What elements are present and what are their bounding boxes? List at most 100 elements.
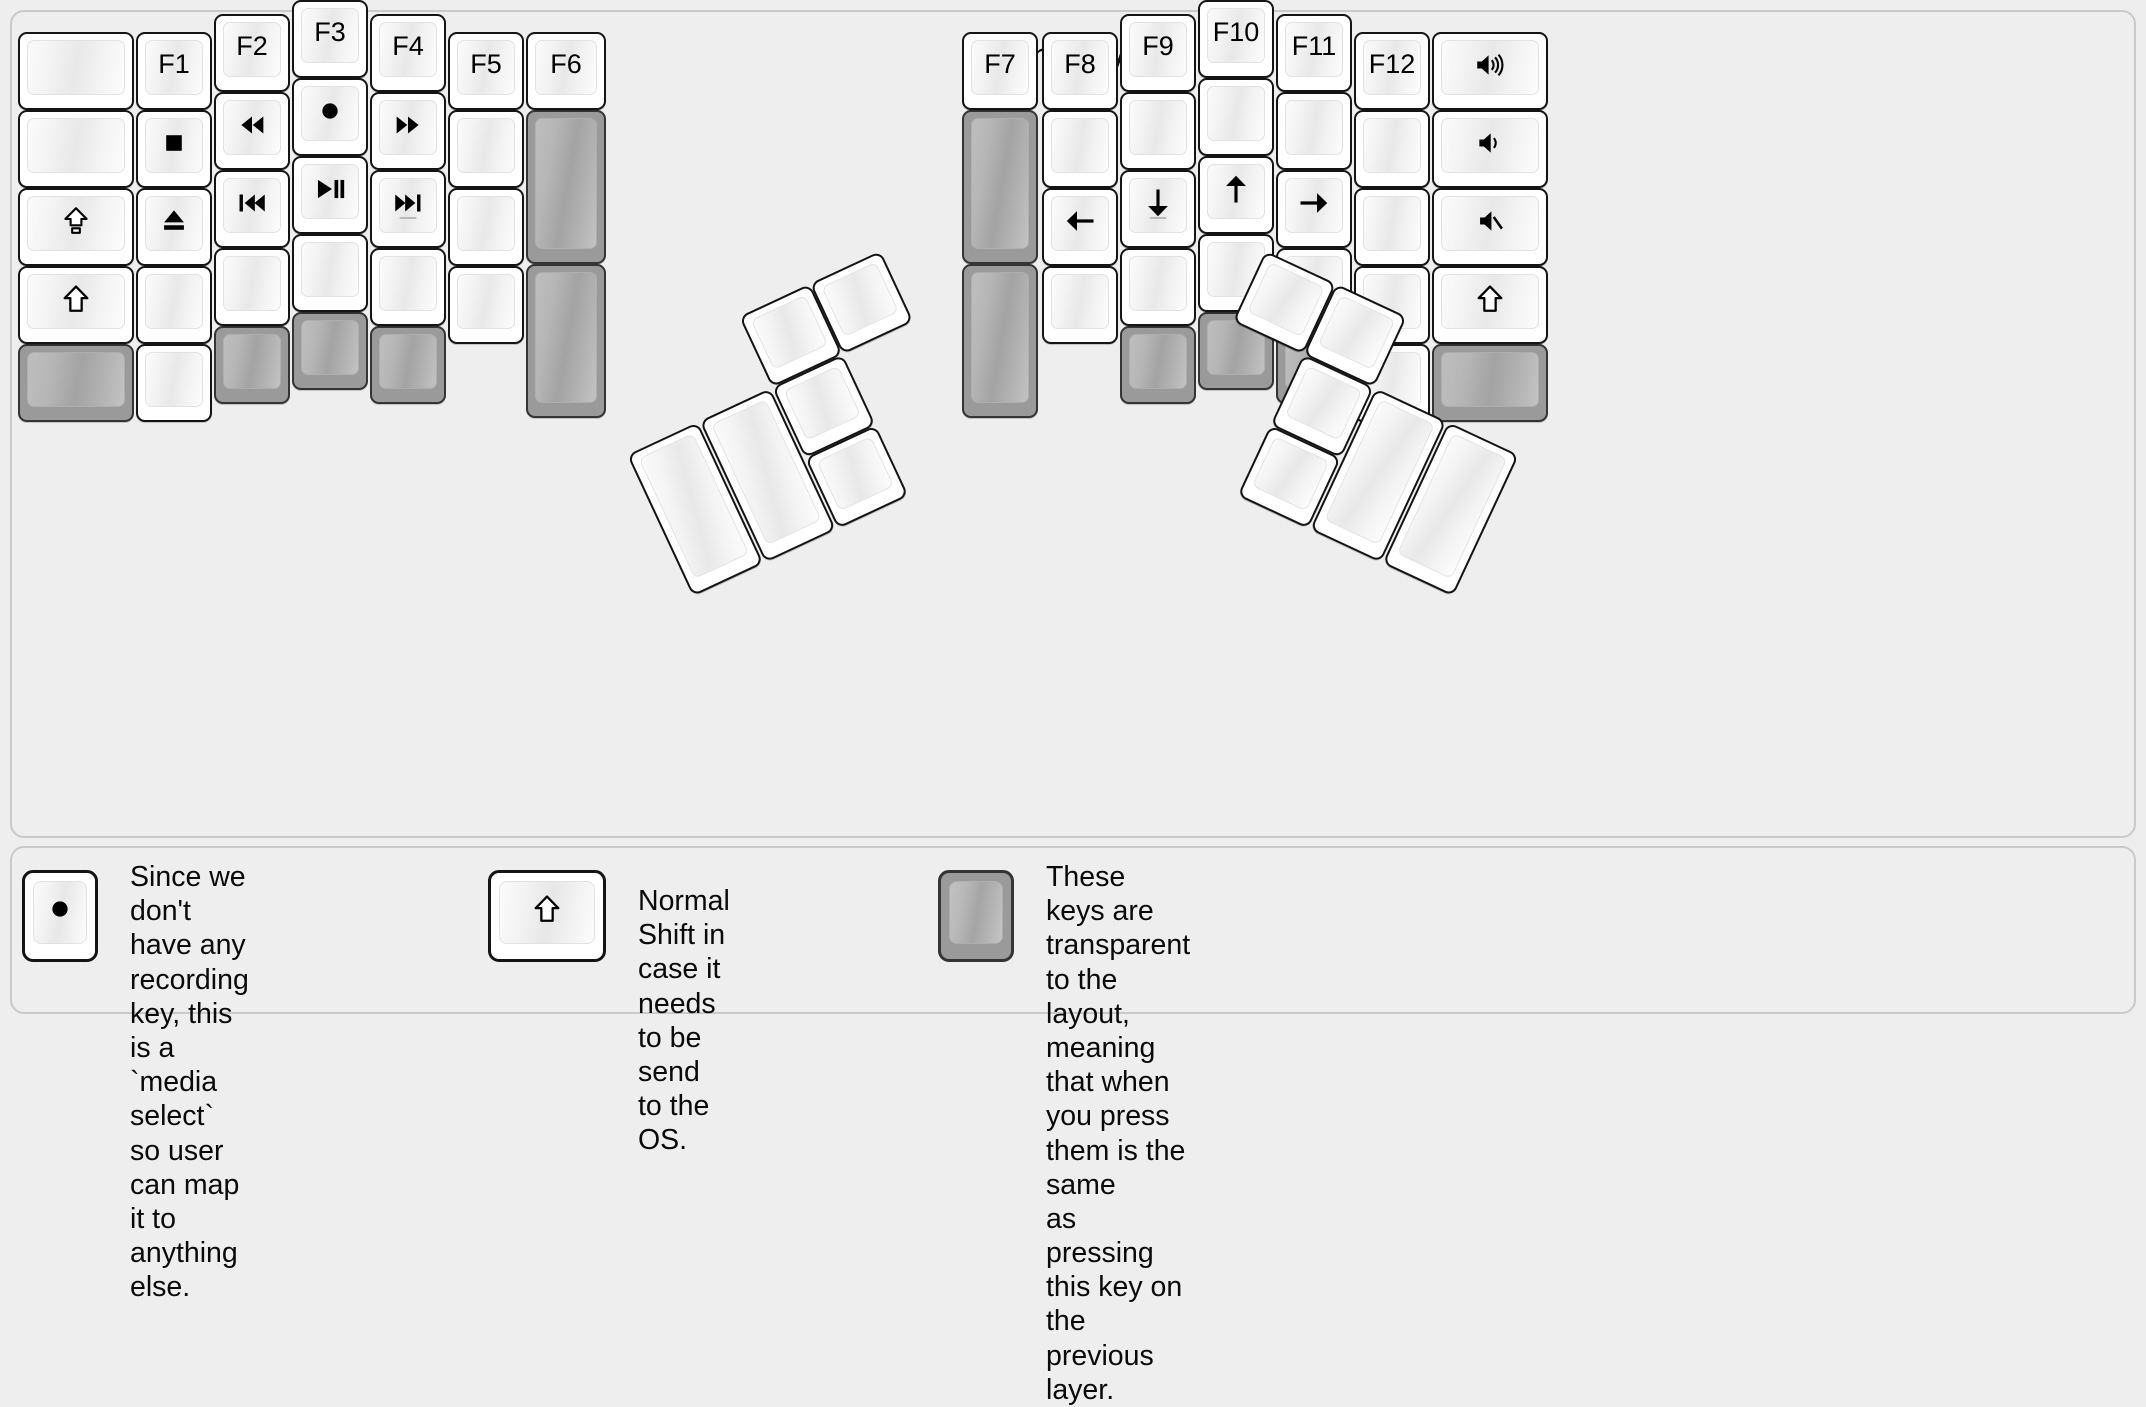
left-col-index-key-1[interactable]: F4: [370, 14, 446, 92]
keycap-surface: [1247, 261, 1325, 338]
right-col-inner-1-key-3[interactable]: [1042, 188, 1118, 266]
left-col-middle-key-5[interactable]: [292, 312, 368, 390]
keycap-surface: [1285, 22, 1343, 77]
keycap-surface: [1051, 196, 1109, 251]
left-col-pinky-outer-key-2[interactable]: [18, 110, 134, 188]
right-col-ring-key-2[interactable]: [1276, 92, 1352, 170]
right-col-inner-1-key-4[interactable]: [1042, 266, 1118, 344]
legend-panel: [10, 846, 2136, 1014]
keycap-surface: [1051, 40, 1109, 95]
right-col-inner-2-key-3[interactable]: [962, 264, 1038, 418]
keycap-surface: [379, 178, 437, 233]
left-col-pinky-outer-key-1[interactable]: [18, 32, 134, 110]
homing-bar: [399, 217, 417, 219]
left-col-ring-key-2[interactable]: [214, 92, 290, 170]
left-col-ring-key-5[interactable]: [214, 326, 290, 404]
keycap-surface: [27, 274, 125, 329]
keycap-surface: [145, 274, 203, 329]
keycap-surface: [1441, 118, 1539, 173]
left-col-pinky-outer-key-5[interactable]: [18, 344, 134, 422]
left-col-middle-key-4[interactable]: [292, 234, 368, 312]
keycap-surface: [535, 272, 597, 403]
left-col-pinky-key-5[interactable]: [136, 344, 212, 422]
legend-sample-key-3: [938, 870, 1014, 962]
left-col-ring-key-4[interactable]: [214, 248, 290, 326]
left-col-pinky-key-3[interactable]: [136, 188, 212, 266]
keycap-surface: [379, 334, 437, 389]
right-col-middle-key-1[interactable]: F10: [1198, 0, 1274, 78]
keycap-surface: [301, 8, 359, 63]
keycap-surface: [783, 365, 862, 441]
keycap-surface: [816, 436, 895, 512]
keycap-surface: [27, 352, 125, 407]
right-col-inner-1-key-2[interactable]: [1042, 110, 1118, 188]
left-col-inner-2-key-3[interactable]: [526, 264, 606, 418]
keycap-surface: [145, 196, 203, 251]
left-col-inner-1-key-2[interactable]: [448, 110, 524, 188]
keycap-surface: [821, 261, 899, 338]
right-col-ring-key-1[interactable]: F11: [1276, 14, 1352, 92]
right-col-index-key-3[interactable]: [1120, 170, 1196, 248]
left-col-middle-key-1[interactable]: F3: [292, 0, 368, 78]
left-col-pinky-key-4[interactable]: [136, 266, 212, 344]
right-col-index-key-1[interactable]: F9: [1120, 14, 1196, 92]
keycap-surface: [223, 22, 281, 77]
right-col-index-key-5[interactable]: [1120, 326, 1196, 404]
keycap-surface: [145, 40, 203, 95]
right-col-index-key-2[interactable]: [1120, 92, 1196, 170]
left-col-index-key-5[interactable]: [370, 326, 446, 404]
keycap-surface: [1441, 40, 1539, 95]
left-col-index-key-3[interactable]: [370, 170, 446, 248]
record-icon: [25, 873, 95, 944]
right-col-index-key-4[interactable]: [1120, 248, 1196, 326]
keycap-surface: [1285, 100, 1343, 155]
keycap-surface: [1207, 8, 1265, 63]
right-col-ring-key-3[interactable]: [1276, 170, 1352, 248]
left-col-ring-key-1[interactable]: F2: [214, 14, 290, 92]
keycap-surface: [379, 100, 437, 155]
left-col-middle-key-2[interactable]: [292, 78, 368, 156]
right-col-pinky-outer-key-2[interactable]: [1432, 110, 1548, 188]
keycap-surface: [1129, 22, 1187, 77]
keycap-surface: [1363, 196, 1421, 251]
left-col-inner-2-key-2[interactable]: [526, 110, 606, 264]
keycap-surface: [535, 40, 597, 95]
left-col-pinky-key-1[interactable]: F1: [136, 32, 212, 110]
keycap-surface: [1207, 164, 1265, 219]
left-col-inner-1-key-1[interactable]: F5: [448, 32, 524, 110]
right-col-pinky-key-2[interactable]: [1354, 110, 1430, 188]
left-col-ring-key-3[interactable]: [214, 170, 290, 248]
legend-sample-key-2: [488, 870, 606, 962]
left-col-pinky-outer-key-4[interactable]: [18, 266, 134, 344]
left-col-index-key-4[interactable]: [370, 248, 446, 326]
keycap-surface: [1129, 334, 1187, 389]
left-col-index-key-2[interactable]: [370, 92, 446, 170]
right-col-pinky-outer-key-5[interactable]: [1432, 344, 1548, 422]
right-col-inner-2-key-1[interactable]: F7: [962, 32, 1038, 110]
keycap-surface: [457, 274, 515, 329]
keycap-surface: [1363, 118, 1421, 173]
keycap-surface: [379, 256, 437, 311]
right-col-middle-key-3[interactable]: [1198, 156, 1274, 234]
right-col-middle-key-2[interactable]: [1198, 78, 1274, 156]
keycap-surface: [457, 118, 515, 173]
right-col-inner-1-key-1[interactable]: F8: [1042, 32, 1118, 110]
legend-description-2: Normal Shift in case it needs to be send…: [638, 885, 730, 1157]
keycap-surface: [499, 881, 595, 944]
left-col-pinky-outer-key-3[interactable]: [18, 188, 134, 266]
right-col-pinky-outer-key-1[interactable]: [1432, 32, 1548, 110]
right-col-pinky-outer-key-3[interactable]: [1432, 188, 1548, 266]
keycap-surface: [1317, 294, 1396, 370]
right-col-pinky-outer-key-4[interactable]: [1432, 266, 1548, 344]
left-col-middle-key-3[interactable]: [292, 156, 368, 234]
left-col-inner-2-key-1[interactable]: F6: [526, 32, 606, 110]
right-col-pinky-key-3[interactable]: [1354, 188, 1430, 266]
keycap-surface: [1363, 40, 1421, 95]
left-col-pinky-key-2[interactable]: [136, 110, 212, 188]
legend-description-1: Since we don't have any recording key, t…: [130, 861, 249, 1304]
left-col-inner-1-key-4[interactable]: [448, 266, 524, 344]
left-col-inner-1-key-3[interactable]: [448, 188, 524, 266]
right-col-inner-2-key-2[interactable]: [962, 110, 1038, 264]
right-col-pinky-key-1[interactable]: F12: [1354, 32, 1430, 110]
keycap-surface: [301, 164, 359, 219]
